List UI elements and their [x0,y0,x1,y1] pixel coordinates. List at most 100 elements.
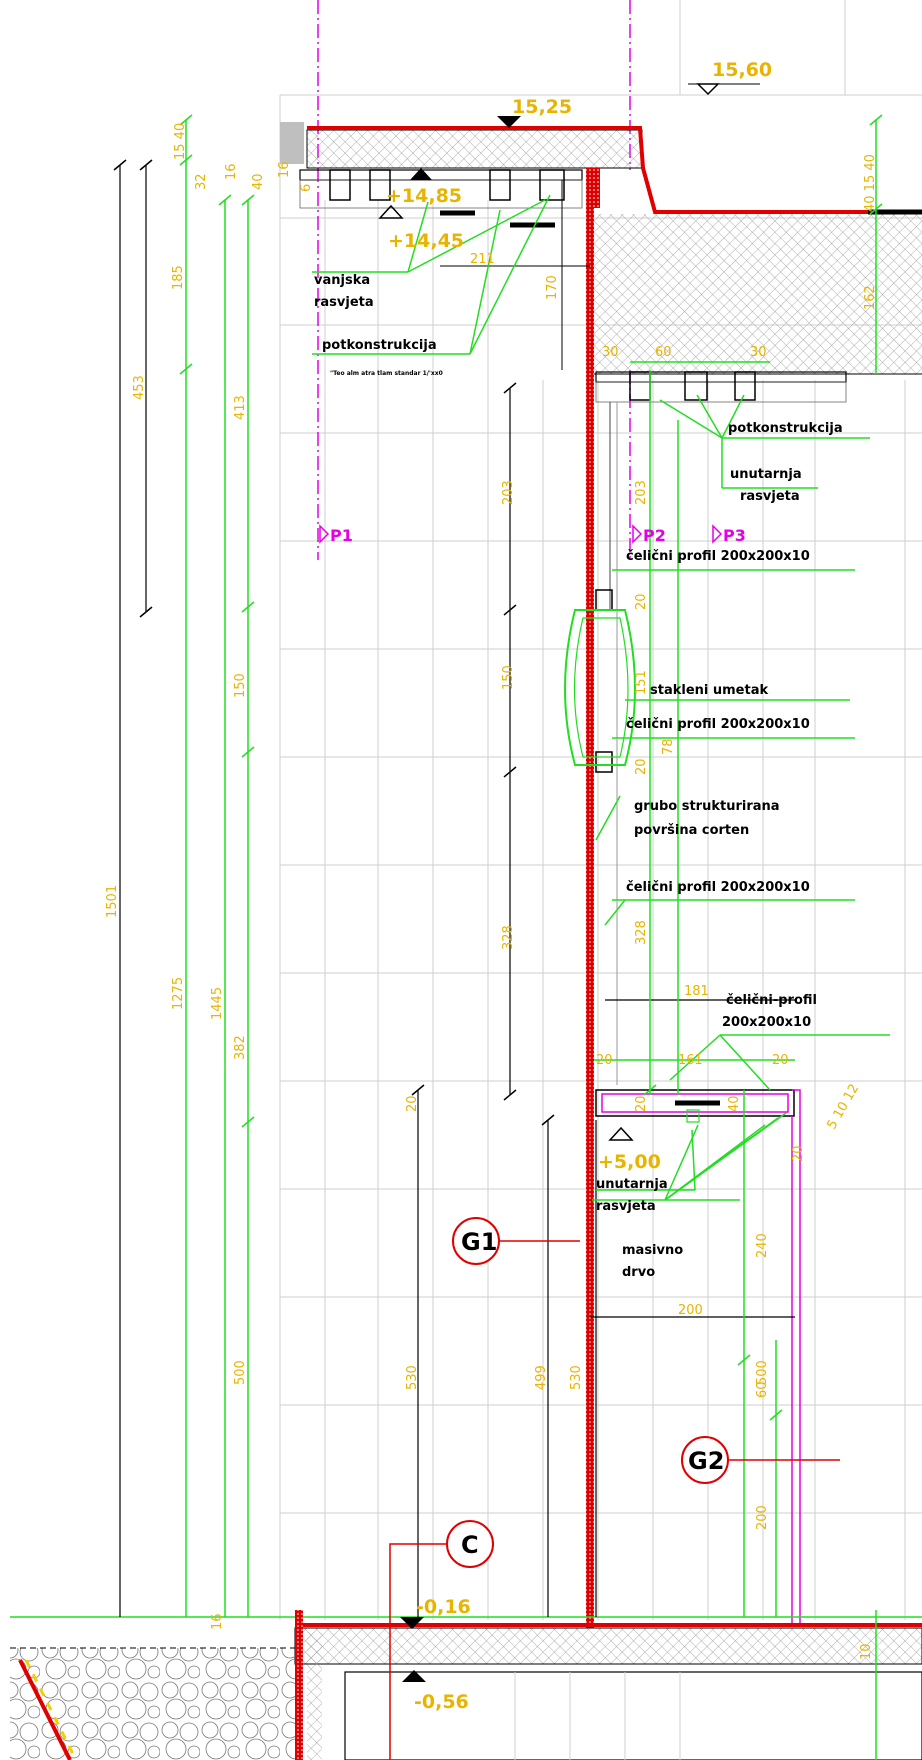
dim-1275: 1275 [171,977,186,1010]
elevation-lower-canopy: +5,00 [598,1151,661,1173]
dim-500-left: 500 [233,1360,248,1385]
dim-20-f: 20 [634,1095,649,1112]
dim-20-e: 20 [772,1053,789,1068]
dim-16-a: 16 [224,163,239,180]
label-unutarnja-rasvjeta-top-1: unutarnja [730,467,802,482]
dimension-ticks [113,159,555,1126]
steel-profile-2 [595,751,613,773]
dim-382: 382 [233,1035,248,1060]
label-unutarnja-rasvjeta-bottom-1: unutarnja [596,1177,668,1192]
dim-203-center: 203 [501,480,516,505]
dim-453: 453 [132,375,147,400]
dim-15-40-right: 40 15 40 [863,154,878,212]
dim-20-d: 20 [596,1053,613,1068]
dim-40-b: 40 [727,1095,742,1112]
label-unutarnja-rasvjeta-top-2: rasvjeta [740,489,800,504]
label-vanjska-rasvjeta-1: vanjska [314,273,370,288]
section-p1: P1 [330,526,353,545]
label-unutarnja-rasvjeta-bottom-2: rasvjeta [596,1199,656,1214]
dim-328-center: 328 [501,925,516,950]
dim-328-right: 328 [634,920,649,945]
callout-g1: G1 [461,1228,497,1256]
dim-150-left: 150 [233,673,248,698]
roof-red-line [307,126,868,214]
dim-20-b: 20 [634,593,649,610]
dim-30-b: 30 [750,345,767,360]
section-markers [319,524,723,544]
label-small-note: "Teo alm atra tlam standar 1/'xx0 [330,370,443,377]
label-celicni-profil-3: čelični profil 200x200x10 [626,880,810,895]
top-subconstruction [299,169,583,228]
label-grubo-1: grubo strukturirana [634,799,780,814]
dim-32: 32 [194,173,209,190]
dim-500-right: 500 [755,1360,770,1385]
label-celicni-profil-4a: čelični-profil [726,993,817,1008]
elevation-canopy-bottom: +14,45 [388,230,464,252]
right-subconstruction [595,371,847,1085]
g1-wall [586,1125,594,1625]
dim-413: 413 [233,395,248,420]
elevation-roof-slab: 15,25 [512,96,572,118]
elevation-markers [378,83,760,1682]
dim-60-a: 60 [655,345,672,360]
green-ticks [179,114,883,1421]
dim-170: 170 [545,275,560,300]
elevation-canopy-top: +14,85 [386,185,462,207]
callout-bubbles [389,1217,840,1760]
elevation-top-roof: 15,60 [712,59,772,81]
label-stakleni-umetak: stakleni umetak [650,683,768,698]
dim-185: 185 [171,265,186,290]
elevation-foundation: -0,56 [414,1691,469,1713]
dim-530-a: 530 [405,1365,420,1390]
dim-203-right: 203 [634,480,649,505]
dim-20-c: 20 [634,758,649,775]
dim-240: 240 [755,1233,770,1258]
dim-40: 40 [251,173,266,190]
dim-1445: 1445 [210,987,225,1020]
callout-g2: G2 [688,1447,724,1475]
dim-162: 162 [863,285,878,310]
section-p2: P2 [643,526,666,545]
green-dimension-lines [185,120,890,1760]
glass-insert [564,609,636,766]
gray-cap [280,122,304,164]
section-p3: P3 [723,526,746,545]
label-celicni-profil-2: čelični profil 200x200x10 [626,717,810,732]
label-masivno: masivno [622,1243,683,1258]
roof-slab [306,129,643,169]
dim-1501: 1501 [105,885,120,918]
roof-hatch-right [590,214,922,374]
dim-181: 181 [684,984,709,999]
dim-16-b: 16 [277,161,292,178]
dim-499: 499 [534,1365,549,1390]
dim-20-g: 20 [791,1145,806,1162]
dim-5-10-12: 5 10 12 [824,1082,862,1132]
dim-16-c: 16 [210,1613,225,1630]
dim-15-40-left: 15 40 [173,123,188,160]
dim-161: 161 [678,1053,703,1068]
label-potkonstrukcija-top: potkonstrukcija [322,338,437,353]
dim-200-b: 200 [755,1505,770,1530]
label-celicni-profil-4b: 200x200x10 [722,1015,811,1030]
label-vanjska-rasvjeta-2: rasvjeta [314,295,374,310]
dim-151: 151 [634,670,649,695]
lower-canopy [595,1089,801,1625]
label-drvo: drvo [622,1265,655,1280]
label-potkonstrukcija-right: potkonstrukcija [728,421,843,436]
callout-c: C [461,1531,479,1559]
label-celicni-profil-1: čelični profil 200x200x10 [626,549,810,564]
elevation-ground: -0,16 [416,1596,471,1618]
dim-78: 78 [661,738,676,755]
dim-20-center: 20 [405,1095,420,1112]
label-grubo-2: površina corten [634,823,749,838]
corten-wall [586,168,594,1628]
dim-10: 10 [859,1643,874,1660]
dim-211: 211 [470,252,495,267]
dim-530-b: 530 [569,1365,584,1390]
dim-6: 6 [299,184,314,192]
ground [10,1610,922,1760]
dim-200-a: 200 [678,1303,703,1318]
dim-150-center: 150 [501,665,516,690]
dim-30-a: 30 [602,345,619,360]
